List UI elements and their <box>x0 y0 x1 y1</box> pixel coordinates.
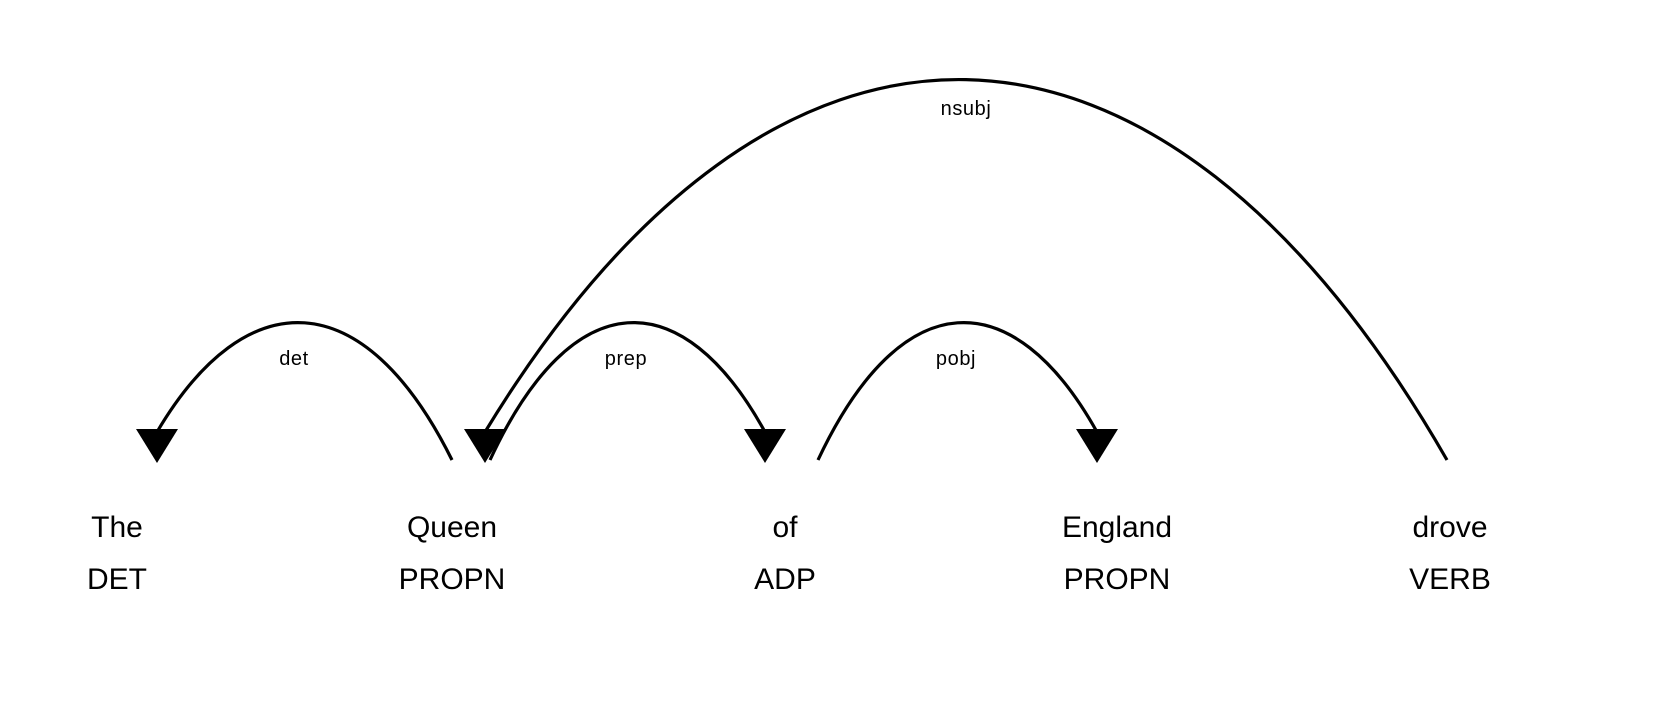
dep-arc-arrowhead <box>136 429 178 463</box>
dep-arc-path <box>488 321 767 461</box>
token-pos-tag[interactable]: PROPN <box>1064 563 1171 596</box>
token-word[interactable]: Queen <box>407 511 497 544</box>
token-pos-tag[interactable]: VERB <box>1409 563 1491 596</box>
dep-arc-path <box>483 77 1449 461</box>
dep-arc-arrowhead <box>464 429 506 463</box>
dep-arc-label-halo: det <box>279 348 309 370</box>
token-word[interactable]: England <box>1062 511 1172 544</box>
dep-arc-label: nsubj <box>941 98 992 120</box>
token-pos-tag[interactable]: ADP <box>754 563 816 596</box>
token-pos-tag[interactable]: DET <box>87 563 147 596</box>
dep-arc-path <box>155 321 454 461</box>
dep-arc-path <box>816 321 1099 461</box>
dep-arc-label: pobj <box>936 348 976 370</box>
dep-arc-label-halo: nsubj <box>941 98 992 120</box>
dep-arc-label-halo: pobj <box>936 348 976 370</box>
dep-arc-label: prep <box>605 348 647 370</box>
dep-arc-label: det <box>279 348 309 370</box>
token-word[interactable]: drove <box>1412 511 1487 544</box>
dep-arc-arrowhead <box>744 429 786 463</box>
token-word[interactable]: of <box>772 511 798 544</box>
dep-arc-label-halo: prep <box>605 348 647 370</box>
token-pos-tag[interactable]: PROPN <box>399 563 506 596</box>
token-word[interactable]: The <box>91 511 143 544</box>
dep-arc-arrowhead <box>1076 429 1118 463</box>
